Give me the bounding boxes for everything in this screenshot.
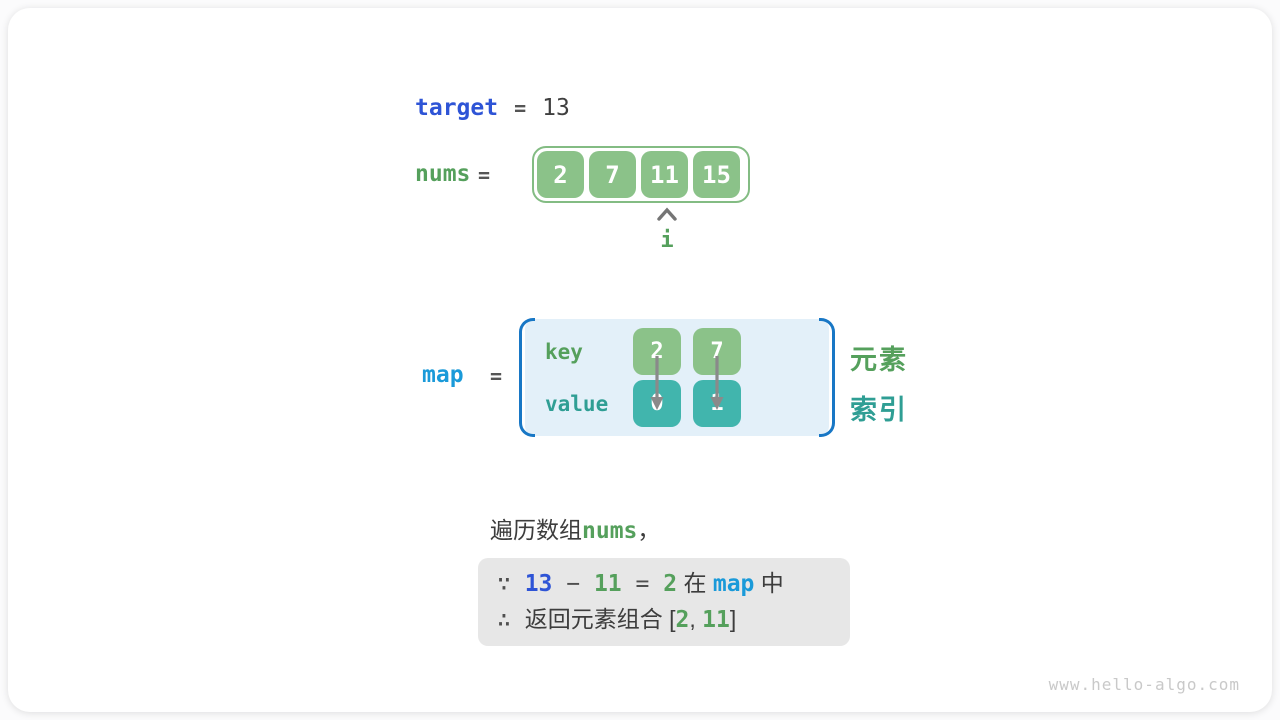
text-part: = <box>621 571 664 597</box>
equals-sign: = <box>514 96 527 120</box>
text-part: , <box>689 606 703 632</box>
key-to-value-arrows <box>650 356 724 410</box>
text-part: 遍历数组 <box>490 517 582 543</box>
target-label: target <box>415 95 499 121</box>
array-cell: 15 <box>693 151 740 198</box>
element-side-label: 元素 <box>850 345 908 375</box>
key-to-value-arrow <box>710 356 724 410</box>
text-part: 中 <box>754 570 784 596</box>
map-value-label: value <box>545 392 609 416</box>
text-part: ， <box>637 517 661 543</box>
conclusion-line-2: ∴ 返回元素组合 [2, 11] <box>497 602 850 638</box>
map-label: map <box>422 362 464 388</box>
map-left-bracket <box>519 318 535 437</box>
text-part: nums <box>582 518 638 544</box>
text-part: 11 <box>593 571 622 597</box>
watermark: www.hello-algo.com <box>1048 675 1240 694</box>
text-part: ∵ <box>497 571 525 597</box>
nums-label: nums <box>415 161 471 187</box>
array-cell: 11 <box>641 151 688 198</box>
conclusion-box: ∵ 13 − 11 = 2 在 map 中 ∴ 返回元素组合 [2, 11] <box>478 558 850 646</box>
pointer-i-label: i <box>660 228 674 253</box>
array-cell: 7 <box>589 151 636 198</box>
map-container: key value 2 7 0 1 <box>519 318 835 437</box>
index-side-label: 索引 <box>850 395 908 425</box>
text-part: 11 <box>702 607 730 633</box>
map-right-bracket <box>819 318 835 437</box>
equals-sign: = <box>490 364 503 388</box>
equals-sign: = <box>478 163 491 187</box>
key-to-value-arrow <box>650 356 664 410</box>
text-part: 2 <box>675 607 690 633</box>
text-part: map <box>712 571 755 597</box>
target-value: 13 <box>542 95 570 121</box>
caption-line: 遍历数组 nums ， <box>490 511 660 545</box>
array-cell: 2 <box>537 151 584 198</box>
text-part: 返回元素组合 [ <box>524 606 676 632</box>
map-key-label: key <box>545 340 583 364</box>
target-row: target = 13 <box>415 95 570 121</box>
text-part: ] <box>729 606 737 632</box>
text-part: ∴ <box>497 607 525 633</box>
nums-array: 2 7 11 15 <box>532 146 750 203</box>
text-part: − <box>552 571 594 597</box>
arrow-up-icon <box>657 207 677 221</box>
conclusion-line-1: ∵ 13 − 11 = 2 在 map 中 <box>497 566 850 602</box>
text-part: 13 <box>524 571 553 597</box>
text-part: 2 <box>663 571 678 597</box>
text-part: 在 <box>677 570 713 596</box>
